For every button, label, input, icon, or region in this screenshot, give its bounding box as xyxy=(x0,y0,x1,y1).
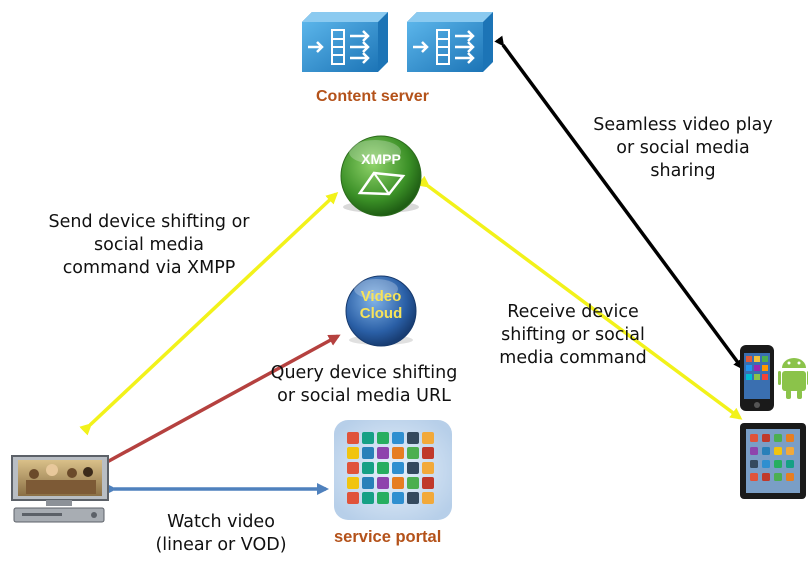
query-line-1: Query device shifting xyxy=(270,363,458,383)
video-cloud-label: Video Cloud xyxy=(346,288,416,322)
portal-app-tile xyxy=(407,462,419,474)
content-server-icon xyxy=(302,12,493,72)
portal-app-tile xyxy=(422,432,434,444)
receive-command-label: Receive device shifting or social media … xyxy=(473,301,673,370)
portal-app-tile xyxy=(347,447,359,459)
portal-app-tile xyxy=(362,432,374,444)
seamless-line-1: Seamless video play xyxy=(593,115,773,135)
xmpp-label: XMPP xyxy=(361,151,401,167)
tablet-app-tile xyxy=(774,460,782,468)
portal-app-tile xyxy=(392,432,404,444)
portal-app-tile xyxy=(422,492,434,504)
tablet-app-tile xyxy=(762,473,770,481)
portal-app-tile xyxy=(362,477,374,489)
portal-app-tile xyxy=(347,462,359,474)
tablet-app-tile xyxy=(762,447,770,455)
content-server-label: Content server xyxy=(316,88,429,105)
tablet-app-tile xyxy=(786,434,794,442)
smartphone-icon xyxy=(740,345,774,411)
portal-app-tile xyxy=(377,492,389,504)
tablet-app-tile xyxy=(786,460,794,468)
receive-command-line-3: media command xyxy=(499,348,647,368)
tablet-app-tile xyxy=(750,473,758,481)
receive-command-line-2: shifting or social xyxy=(501,325,645,345)
portal-app-tile xyxy=(377,477,389,489)
tablet-icon xyxy=(740,423,806,499)
portal-app-tile xyxy=(362,462,374,474)
video-cloud-label-line2: Cloud xyxy=(359,305,403,322)
send-command-line-2: social media xyxy=(94,235,204,255)
portal-app-tile xyxy=(377,447,389,459)
video-cloud-label-line1: Video xyxy=(360,288,402,305)
portal-app-tile xyxy=(422,477,434,489)
send-command-line-3: command via XMPP xyxy=(62,258,236,278)
portal-app-tile xyxy=(362,447,374,459)
portal-app-tile xyxy=(392,492,404,504)
portal-app-tile xyxy=(422,462,434,474)
portal-app-tile xyxy=(407,447,419,459)
portal-app-tile xyxy=(392,477,404,489)
receive-command-line-1: Receive device xyxy=(507,302,639,322)
portal-app-tile xyxy=(392,447,404,459)
tablet-app-tile xyxy=(774,434,782,442)
portal-app-tile xyxy=(377,462,389,474)
portal-app-tile xyxy=(347,492,359,504)
send-command-label: Send device shifting or social media com… xyxy=(18,211,280,280)
portal-app-tile xyxy=(347,477,359,489)
watch-video-line-2: (linear or VOD) xyxy=(155,535,287,555)
portal-app-tile xyxy=(407,477,419,489)
tablet-app-tile xyxy=(774,447,782,455)
query-label: Query device shifting or social media UR… xyxy=(250,362,478,408)
tv-icon xyxy=(11,455,109,523)
seamless-line-2: or social media xyxy=(616,138,750,158)
xmpp-node-icon xyxy=(340,135,422,217)
tablet-app-tile xyxy=(750,447,758,455)
arrow-tv-to-cloud xyxy=(96,334,341,472)
tablet-app-tile xyxy=(750,434,758,442)
service-portal-label: service portal xyxy=(334,528,442,546)
android-icon xyxy=(778,358,808,399)
portal-app-tile xyxy=(377,432,389,444)
portal-app-tile xyxy=(422,447,434,459)
tablet-app-tile xyxy=(762,434,770,442)
seamless-line-3: sharing xyxy=(650,161,716,181)
watch-video-label: Watch video (linear or VOD) xyxy=(135,511,307,557)
tablet-app-tile xyxy=(786,447,794,455)
portal-app-tile xyxy=(392,462,404,474)
query-line-2: or social media URL xyxy=(277,386,451,406)
tablet-app-tile xyxy=(786,473,794,481)
watch-video-line-1: Watch video xyxy=(167,512,275,532)
send-command-line-1: Send device shifting or xyxy=(48,212,250,232)
portal-app-tile xyxy=(407,432,419,444)
arrow-xmpp-to-devices xyxy=(417,175,743,420)
tablet-app-tile xyxy=(762,460,770,468)
service-portal-icon xyxy=(334,420,452,520)
seamless-label: Seamless video play or social media shar… xyxy=(566,114,800,183)
portal-app-tile xyxy=(347,432,359,444)
tablet-app-tile xyxy=(774,473,782,481)
video-cloud-icon xyxy=(345,275,417,347)
portal-app-tile xyxy=(362,492,374,504)
tablet-app-tile xyxy=(750,460,758,468)
portal-app-tile xyxy=(407,492,419,504)
